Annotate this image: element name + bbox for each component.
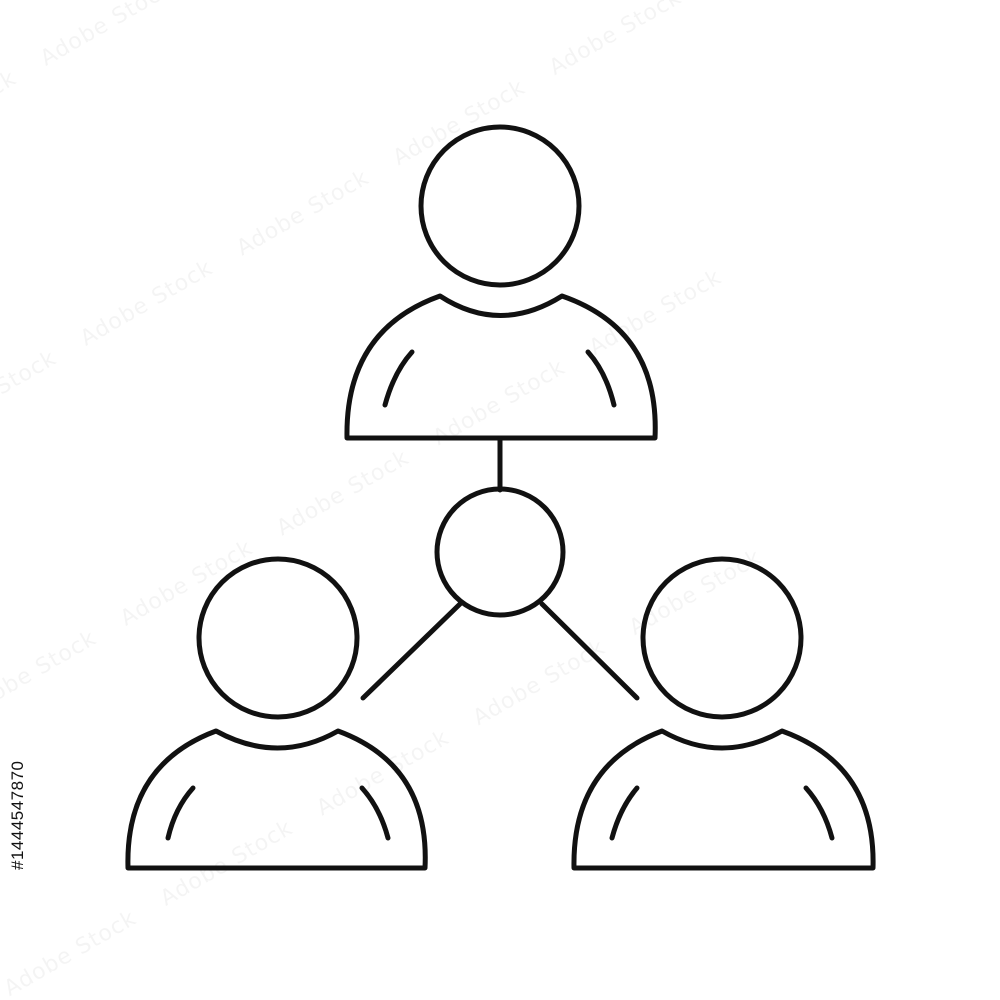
left-person-arm-right <box>359 785 391 841</box>
right-person-arm-right <box>803 785 835 841</box>
top-person-icon <box>344 124 658 441</box>
right-person-arm-left <box>609 785 640 841</box>
left-person-arm-left <box>165 785 196 841</box>
network-hub-node <box>434 486 566 618</box>
right-person-head <box>640 556 804 720</box>
top-person-head <box>418 124 582 288</box>
top-person-body <box>344 293 658 441</box>
connector-right <box>539 601 640 701</box>
left-person-body <box>125 728 428 871</box>
stock-id-label: #1444547870 <box>8 760 27 870</box>
right-person-icon <box>571 556 876 871</box>
top-person-arm-left <box>382 349 415 408</box>
left-person-head <box>196 556 360 720</box>
network-connectors <box>360 435 640 701</box>
right-person-body <box>571 728 876 871</box>
connector-left <box>360 601 463 701</box>
left-person-icon <box>125 556 428 871</box>
top-person-arm-right <box>585 349 617 408</box>
